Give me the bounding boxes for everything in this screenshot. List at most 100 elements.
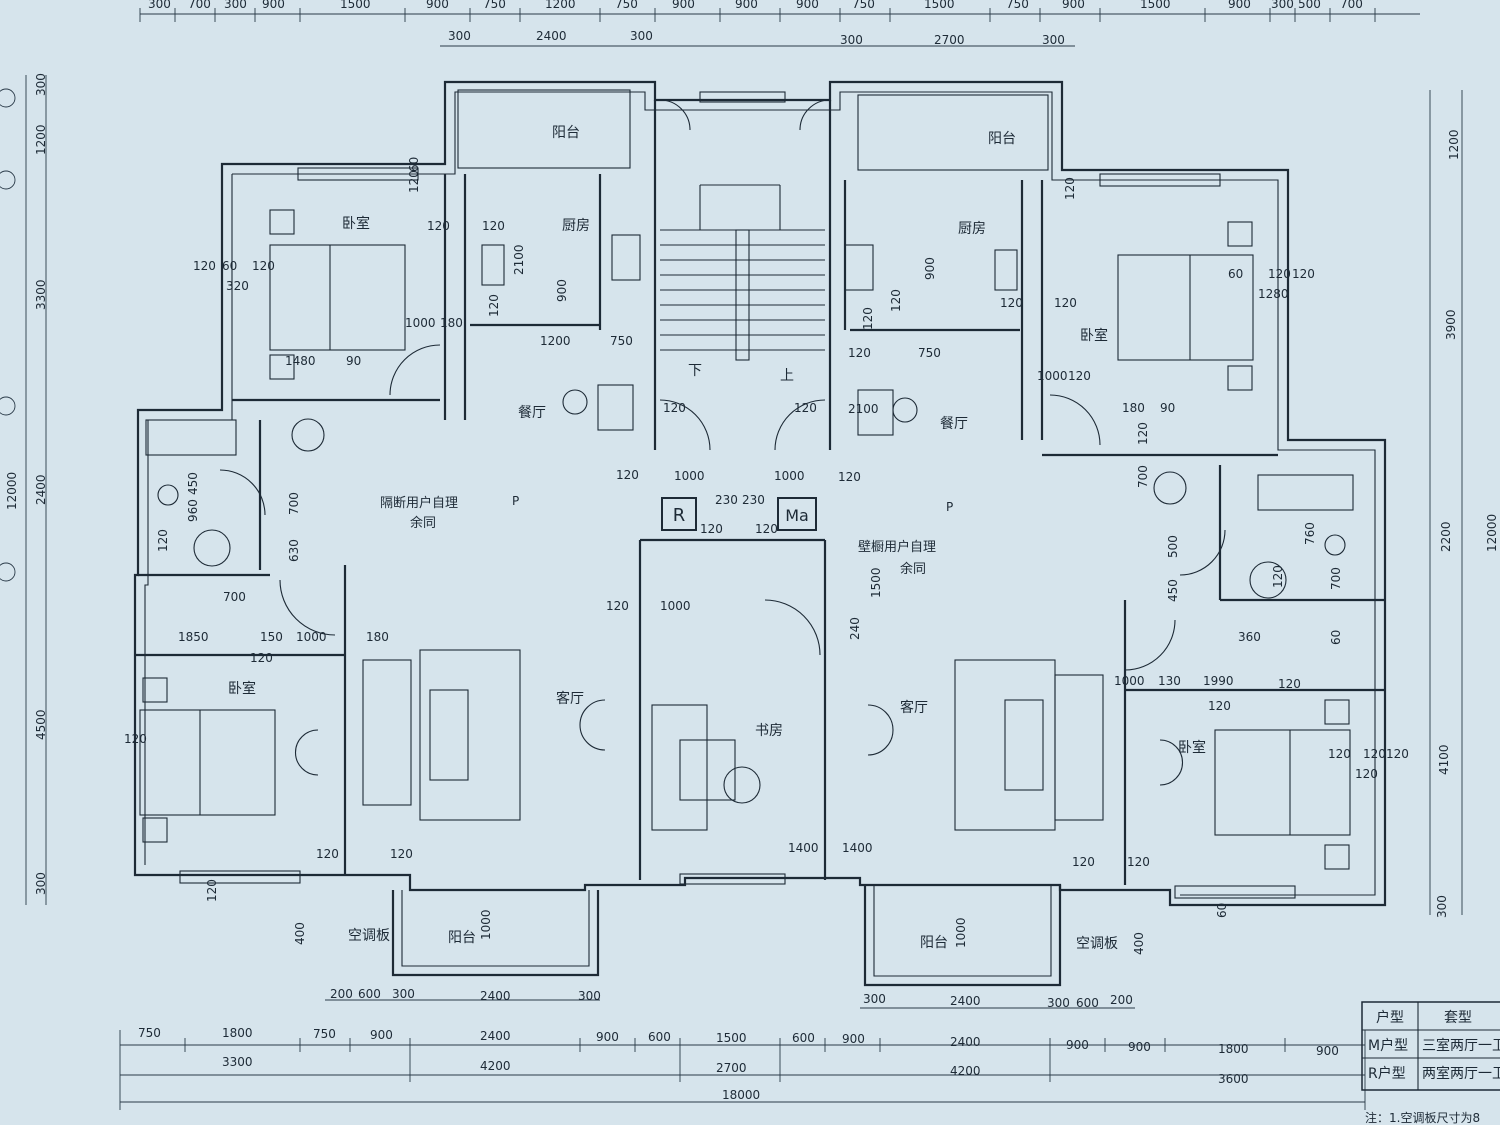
- dim-right: 4100: [1437, 744, 1451, 775]
- dim-left: 300: [34, 872, 48, 895]
- dim-inner: 1280: [1258, 287, 1289, 301]
- dim-inner: 120: [1127, 855, 1150, 869]
- room-label-dining-right: 餐厅: [940, 416, 968, 432]
- dim-inner: 120: [1054, 296, 1077, 310]
- dim-bottom-upper-right: 2400: [950, 994, 981, 1008]
- dim-inner: 60: [1215, 903, 1229, 918]
- dim-bottom1: 900: [596, 1030, 619, 1044]
- footnote: 注：1.空调板尺寸为8: [1365, 1110, 1480, 1125]
- dim-bottom1: 600: [648, 1030, 671, 1044]
- dim-inner: 90: [1160, 401, 1175, 415]
- dim-bottom2: 4200: [950, 1064, 981, 1078]
- dim-right: 2200: [1439, 521, 1453, 552]
- room-label-ac-board-right: 空调板: [1076, 936, 1118, 952]
- dim-top2: 300: [840, 33, 863, 47]
- dim-inner: 1000: [774, 469, 805, 483]
- table-cell-r-unit: R户型: [1368, 1065, 1406, 1082]
- dim-inner: 1480: [285, 354, 316, 368]
- dim-inner: 120: [616, 468, 639, 482]
- doors: [219, 99, 1226, 671]
- dim-top: 300: [1271, 0, 1294, 11]
- dim-inner: 2100: [512, 244, 526, 275]
- dim-inner: 1500: [869, 567, 883, 598]
- dim-inner: 120: [482, 219, 505, 233]
- dim-inner: 120: [1278, 677, 1301, 691]
- dim-top: 700: [188, 0, 211, 11]
- room-label-kitchen-left: 厨房: [562, 218, 590, 234]
- dim-inner: 120: [250, 651, 273, 665]
- inner-dimension-text: 120 60 120 320 1480 90 1000 180 1200 750…: [124, 157, 1409, 955]
- dim-inner: 700: [223, 590, 246, 604]
- dim-inner: 750: [610, 334, 633, 348]
- dim-inner: 1000: [1114, 674, 1145, 688]
- dim-inner: 120: [1292, 267, 1315, 281]
- unit-tag-ma: Ma: [785, 506, 809, 525]
- table-cell-m-unit: M户型: [1368, 1037, 1408, 1054]
- dimension-text: 300 700 300 900 1500 900 750 1200 750 90…: [5, 0, 1499, 1102]
- dim-inner: 180: [1122, 401, 1145, 415]
- dim-bottom-upper-left: 200: [330, 987, 353, 1001]
- dim-inner: 900: [555, 279, 569, 302]
- dim-bottom2: 2700: [716, 1061, 747, 1075]
- dim-top: 1500: [924, 0, 955, 11]
- dim-bottom-upper-left: 600: [358, 987, 381, 1001]
- dim-inner: 120: [316, 847, 339, 861]
- dim-inner: 60: [1228, 267, 1243, 281]
- room-label-bedroom-bottom-left: 卧室: [228, 680, 256, 697]
- stair-label-down: 下: [688, 363, 702, 379]
- dim-top: 500: [1298, 0, 1321, 11]
- dim-inner: 120: [487, 294, 501, 317]
- room-label-bedroom-top-left: 卧室: [342, 215, 370, 232]
- dim-inner: 150: [260, 630, 283, 644]
- dim-inner: 60: [407, 157, 421, 172]
- room-label-balcony-bottom-left: 阳台: [448, 930, 476, 946]
- unit-type-table: 户型 套型 M户型 三室两厅一卫 R户型 两室两厅一卫 注：1.空调板尺寸为8: [1361, 1001, 1500, 1125]
- dim-top2: 300: [1042, 33, 1065, 47]
- room-label-living-left: 客厅: [556, 690, 584, 707]
- dim-top: 300: [148, 0, 171, 11]
- dim-inner: 1000: [954, 917, 968, 948]
- dim-bottom1: 600: [792, 1031, 815, 1045]
- dim-inner: 120: [1271, 565, 1285, 588]
- dim-inner: 120: [606, 599, 629, 613]
- dim-inner: 120: [1000, 296, 1023, 310]
- dim-inner: 1850: [178, 630, 209, 644]
- dim-bottom1: 750: [138, 1026, 161, 1040]
- dim-inner: 120: [848, 346, 871, 360]
- dim-inner: 120: [794, 401, 817, 415]
- dim-bottom-upper-left: 2400: [480, 989, 511, 1003]
- dim-inner: 360: [1238, 630, 1261, 644]
- dim-left: 300: [34, 73, 48, 96]
- dim-left: 2400: [34, 474, 48, 505]
- dim-inner: 130: [1158, 674, 1181, 688]
- dim-left: 4500: [34, 709, 48, 740]
- dim-inner: 240: [848, 617, 862, 640]
- dim-inner: 700: [1136, 465, 1150, 488]
- dim-inner: 760: [1303, 522, 1317, 545]
- dim-inner: 1990: [1203, 674, 1234, 688]
- dim-inner: 1000: [660, 599, 691, 613]
- dim-total: 18000: [722, 1088, 760, 1102]
- dim-inner: 120: [124, 732, 147, 746]
- dim-bottom2: 4200: [480, 1059, 511, 1073]
- dim-inner: 700: [1329, 567, 1343, 590]
- table-cell-r-suite: 两室两厅一卫: [1422, 1065, 1500, 1082]
- dim-bottom-upper-left: 300: [392, 987, 415, 1001]
- dim-top: 300: [224, 0, 247, 11]
- dim-bottom1: 750: [313, 1027, 336, 1041]
- dim-top: 700: [1340, 0, 1363, 11]
- note-p-right: P: [946, 500, 953, 514]
- dim-top: 1200: [545, 0, 576, 11]
- dim-bottom1: 2400: [950, 1035, 981, 1049]
- dim-top: 900: [1228, 0, 1251, 11]
- dim-inner: 700: [287, 492, 301, 515]
- dim-inner: 1400: [842, 841, 873, 855]
- dim-inner: 1000: [1037, 369, 1068, 383]
- dim-inner: 120: [861, 307, 875, 330]
- dim-inner: 230: [742, 493, 765, 507]
- dim-inner: 120: [156, 529, 170, 552]
- dim-top: 1500: [340, 0, 371, 11]
- room-label-bedroom-bottom-right: 卧室: [1178, 739, 1206, 756]
- dim-inner: 120: [1363, 747, 1386, 761]
